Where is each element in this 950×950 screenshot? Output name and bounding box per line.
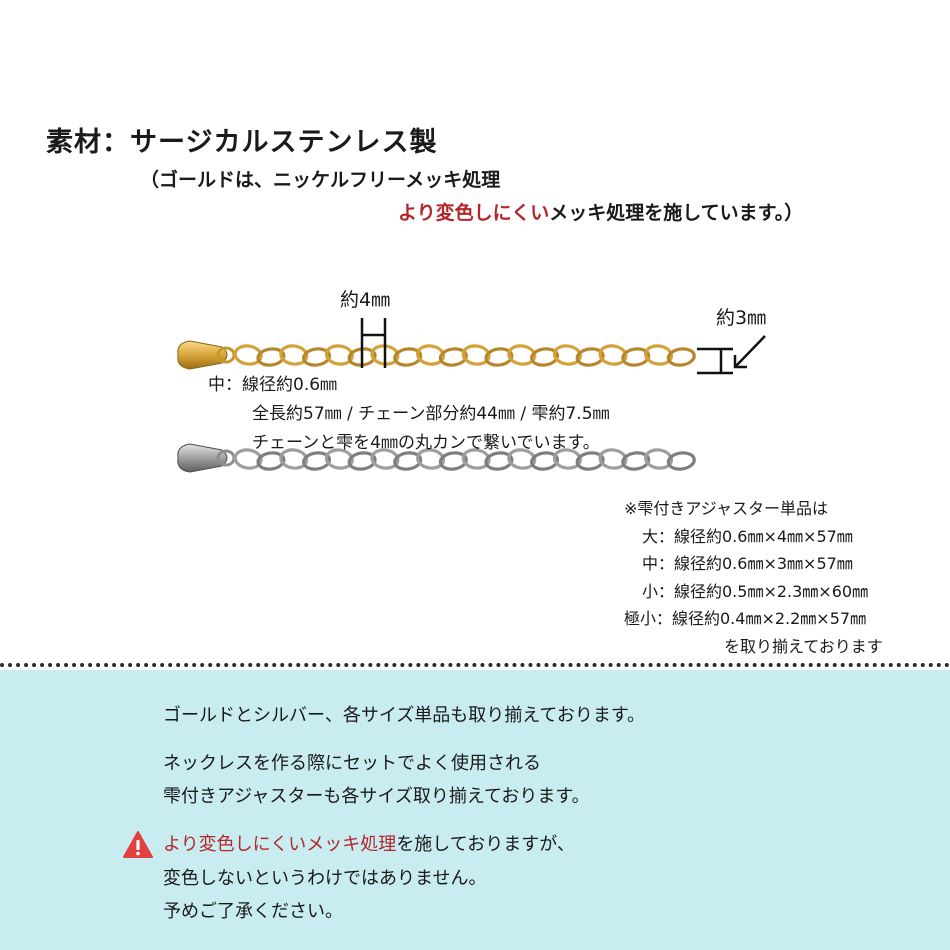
link-width-marker — [360, 318, 387, 368]
chain-link — [438, 347, 468, 367]
info-warning-line2: 変色しないというわけではありません。 — [163, 868, 487, 889]
chain-link — [256, 451, 286, 471]
chain-link — [279, 448, 309, 470]
chain-link — [256, 347, 286, 367]
size-extra-small: 極小：線径約0.4㎜×2.2㎜×57㎜ — [624, 609, 867, 628]
chain-link — [575, 451, 605, 471]
link-width-label: 約4㎜ — [340, 289, 391, 311]
warning-rest: を施しておりますが、 — [396, 834, 575, 855]
info-warning-line1: より変色しにくいメッキ処理を施しておりますが、 — [163, 830, 575, 856]
chain-link — [370, 448, 400, 470]
size-small: 小：線径約0.5㎜×2.3㎜×60㎜ — [642, 581, 869, 601]
chain-link — [644, 448, 674, 470]
chain-link — [666, 451, 696, 471]
chain-link — [644, 344, 674, 366]
chain-link — [393, 451, 423, 471]
chain-link — [393, 347, 423, 367]
chain-link — [484, 347, 514, 367]
size-medium: 中：線径約0.6㎜×3㎜×57㎜ — [642, 554, 853, 573]
chain-link — [575, 347, 605, 367]
plating-note-rest: メッキ処理を施しています。） — [549, 202, 804, 224]
material-title: 素材：サージカルステンレス製 — [46, 127, 438, 158]
drop-size-label: 約3㎜ — [716, 307, 767, 329]
chain-link — [461, 448, 491, 470]
gold-chain — [233, 344, 696, 367]
warning-triangle-icon — [123, 831, 153, 858]
chain-link — [598, 448, 628, 470]
info-adjuster-line2: 雫付きアジャスターも各サイズ取り揃えております。 — [163, 786, 590, 807]
sizes-tail: を取り揃えております — [724, 636, 883, 656]
chain-link — [621, 451, 651, 471]
chain-link — [324, 344, 354, 366]
chain-link — [552, 448, 582, 470]
size-large: 大：線径約0.6㎜×4㎜×57㎜ — [642, 526, 853, 546]
sizes-title: ※雫付きアジャスター単品は — [624, 499, 828, 518]
chain-link — [530, 451, 560, 471]
spec-join-note: チェーンと雫を4㎜の丸カンで繋いでいます。 — [252, 433, 600, 453]
chain-link — [302, 451, 332, 471]
dotted-divider — [0, 663, 950, 667]
info-warning-line3: 予めご了承ください。 — [163, 901, 343, 922]
chain-link — [279, 344, 309, 366]
chain-link — [621, 347, 651, 367]
chain-link — [347, 451, 377, 471]
plating-highlight: より変色しにくい — [398, 202, 550, 224]
info-panel — [0, 670, 950, 950]
chain-link — [598, 344, 628, 366]
chain-link — [507, 344, 537, 366]
spec-total-length: 全長約57㎜ / チェーン部分約44㎜ / 雫約7.5㎜ — [252, 404, 610, 424]
chain-link — [438, 451, 468, 471]
chain-link — [461, 344, 491, 366]
plating-note-line2: より変色しにくいメッキ処理を施しています。） — [398, 198, 803, 225]
gold-drop — [177, 340, 236, 370]
silver-drop — [177, 443, 236, 473]
chain-link — [324, 448, 354, 470]
chain-link — [233, 344, 263, 366]
single-item-sizes: ※雫付きアジャスター単品は 大：線径約0.6㎜×4㎜×57㎜ 中：線径約0.6㎜… — [624, 495, 883, 660]
warning-highlight: より変色しにくいメッキ処理 — [163, 834, 397, 855]
chain-link — [302, 347, 332, 367]
silver-chain — [233, 448, 696, 471]
chain-link — [507, 448, 537, 470]
spec-wire-gauge: 中：線径約0.6㎜ — [208, 375, 338, 395]
chain-link — [416, 344, 446, 366]
chain-link — [484, 451, 514, 471]
chain-link — [666, 347, 696, 367]
info-adjuster-line1: ネックレスを作る際にセットでよく使用される — [163, 753, 541, 774]
chain-link — [233, 448, 263, 470]
chain-link — [416, 448, 446, 470]
drop-size-marker — [697, 335, 766, 375]
chain-link — [530, 347, 560, 367]
chain-link — [552, 344, 582, 366]
info-singles: ゴールドとシルバー、各サイズ単品も取り揃えております。 — [163, 705, 646, 726]
plating-note-line1: （ゴールドは、ニッケルフリーメッキ処理 — [140, 169, 501, 191]
